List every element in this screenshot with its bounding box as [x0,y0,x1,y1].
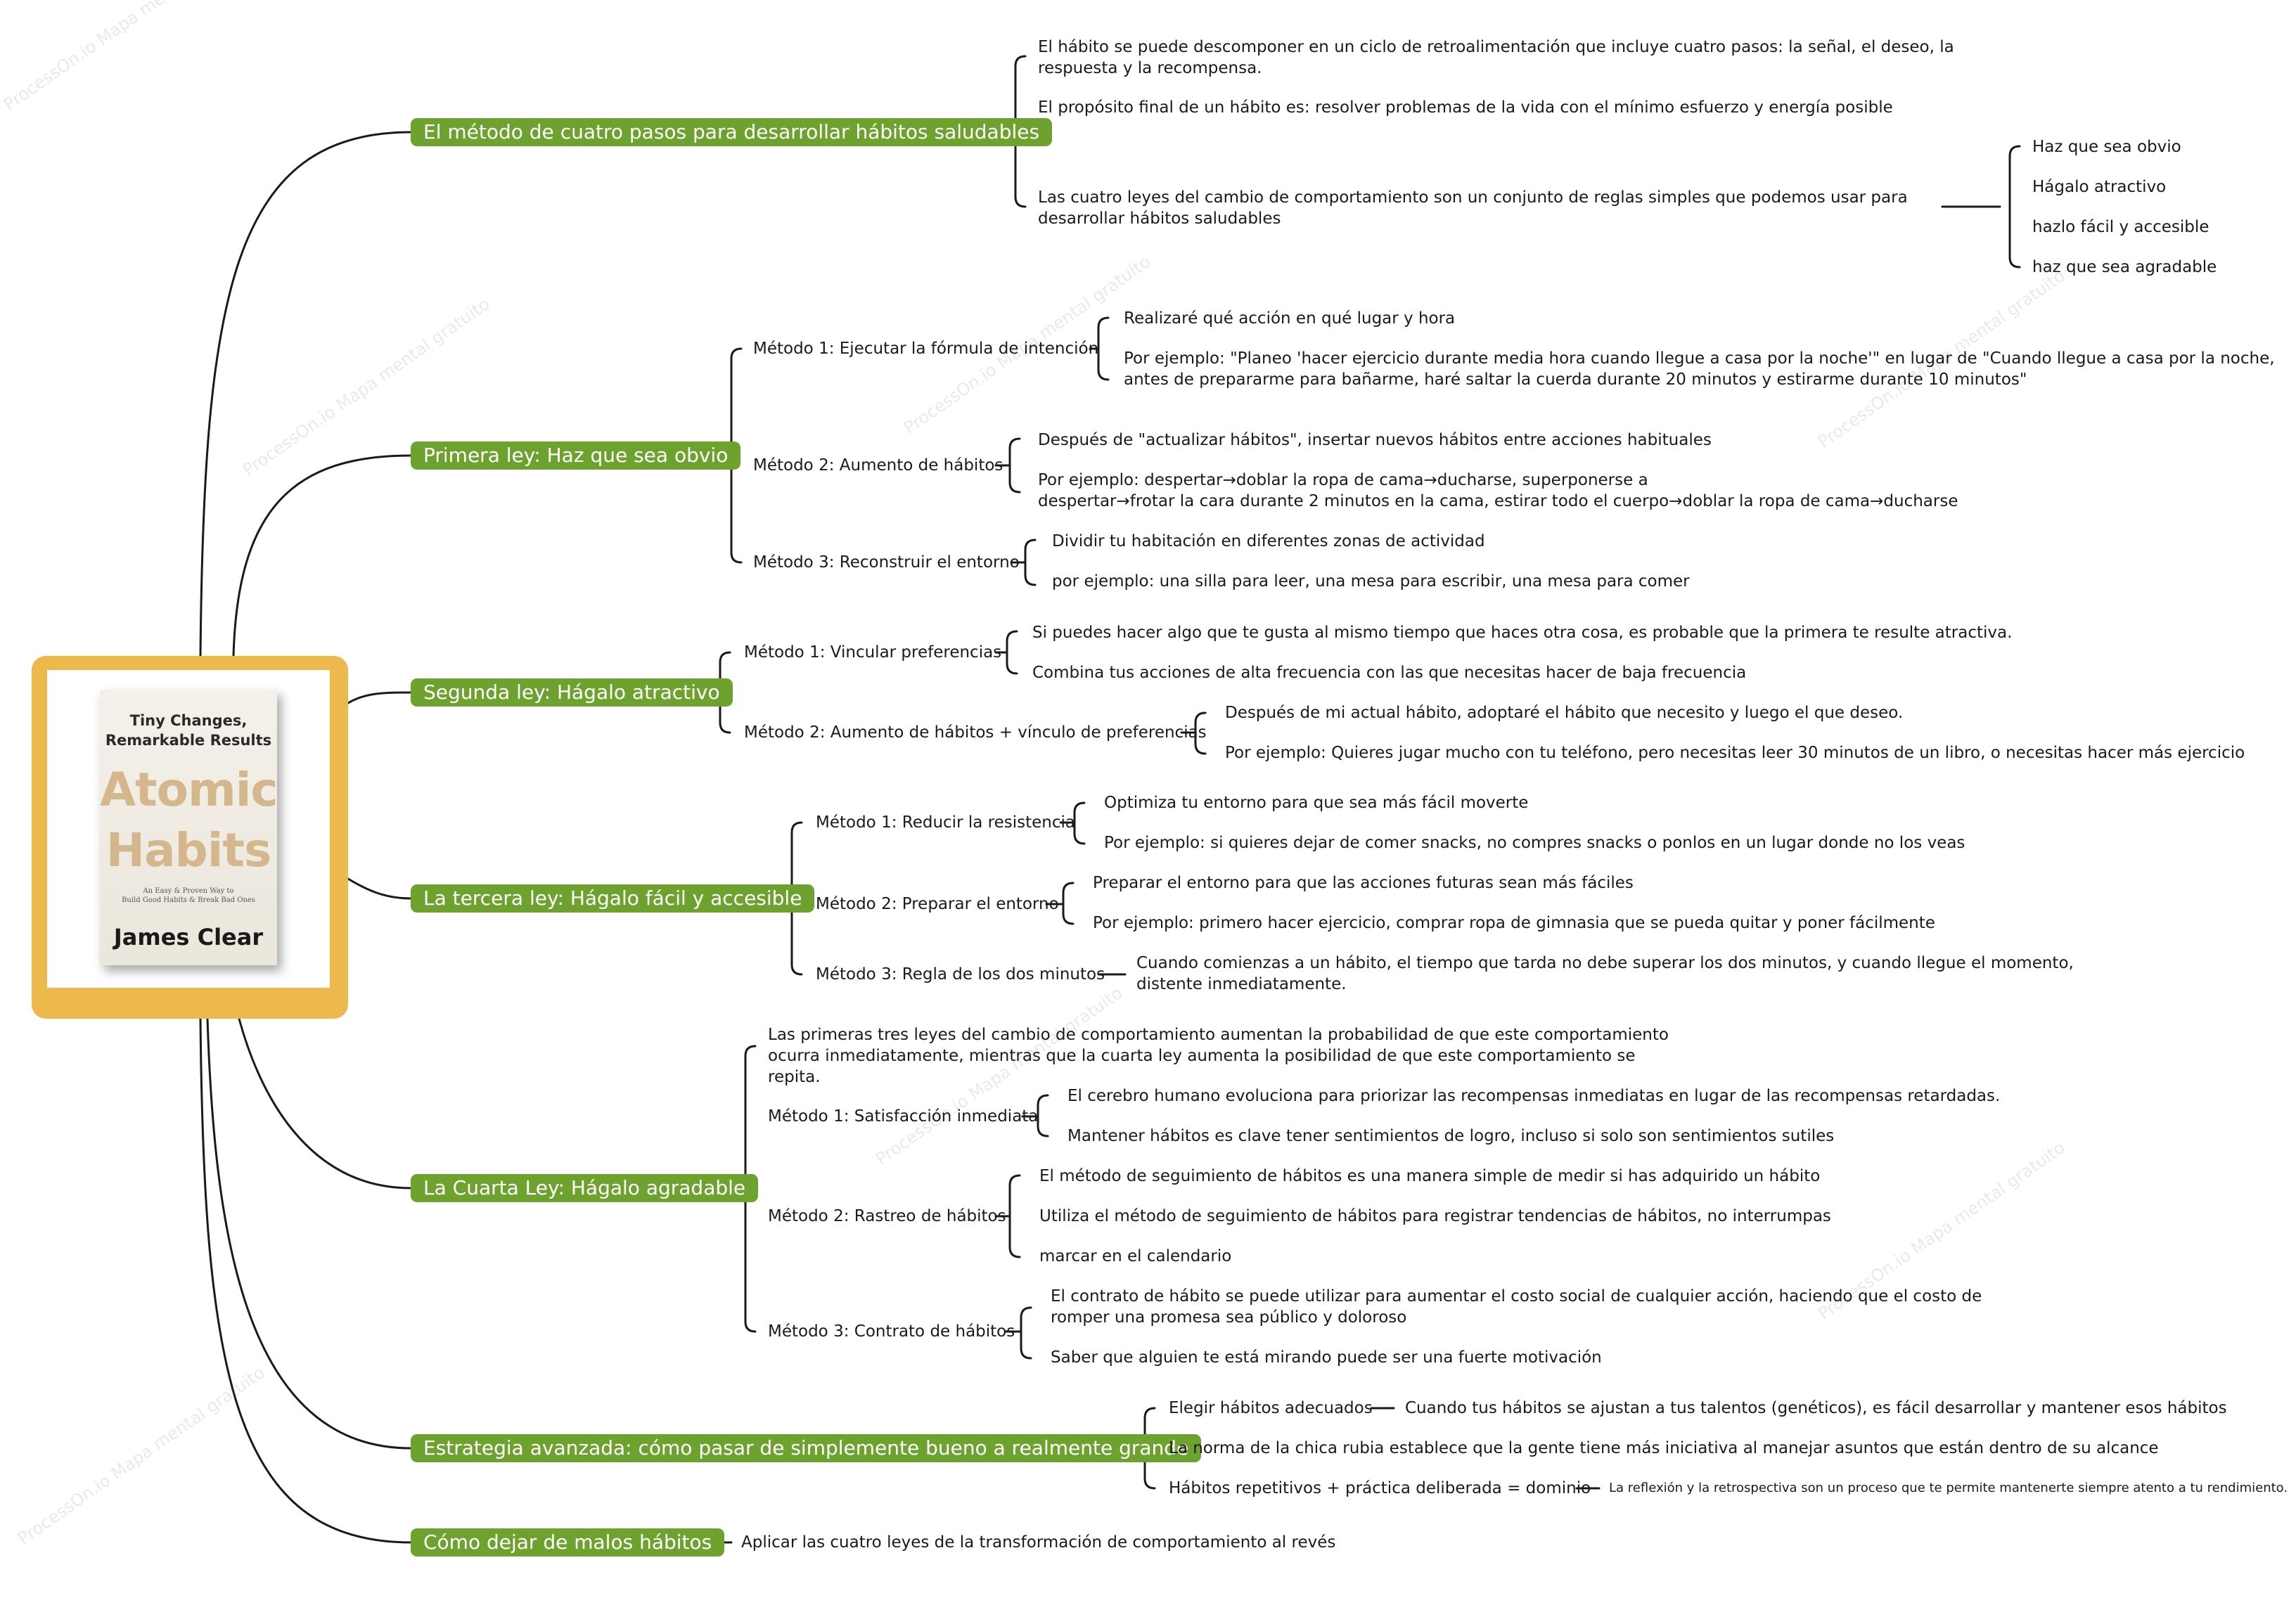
b2-m1-example-line: Por ejemplo: "Planeo 'hacer ejercicio du… [1124,348,2275,369]
b1-four-laws[interactable]: Las cuatro leyes del cambio de comportam… [1038,187,1938,229]
b5-m2-calendar[interactable]: marcar en el calendario [1039,1246,1231,1267]
connector-root-b2 [233,456,411,656]
b7-inversion[interactable]: Aplicar las cuatro leyes de la transform… [741,1532,1335,1553]
branch-first-law[interactable]: Primera ley: Haz que sea obvio [411,441,740,470]
root-node-frame: Tiny Changes, Remarkable Results Atomic … [47,670,330,988]
b2-m2-example-line: Por ejemplo: despertar→doblar la ropa de… [1038,470,1958,491]
b2-m2-example-line: despertar→frotar la cara durante 2 minut… [1038,491,1958,512]
b3-m1-attractive[interactable]: Si puedes hacer algo que te gusta al mis… [1032,622,2012,643]
branch-fourth-law[interactable]: La Cuarta Ley: Hágalo agradable [411,1174,758,1202]
connector-root-b4 [348,879,411,898]
root-node[interactable]: Tiny Changes, Remarkable Results Atomic … [32,656,348,1019]
bracket-b5-m3 [1021,1308,1031,1358]
branch-advanced-strategy[interactable]: Estrategia avanzada: cómo pasar de simpl… [411,1434,1201,1462]
book-cover-subtitle: Tiny Changes, Remarkable Results [100,711,277,750]
b3-method-temptation[interactable]: Método 1: Vincular preferencias [744,642,1001,663]
b4-method-friction[interactable]: Método 1: Reducir la resistencia [816,812,1075,833]
b5-method-immediate[interactable]: Método 1: Satisfacción inmediata [768,1106,1038,1127]
b6-choose-habits[interactable]: Elegir hábitos adecuados [1169,1398,1373,1419]
b6-mastery[interactable]: Hábitos repetitivos + práctica deliberad… [1169,1478,1591,1499]
bracket-b5-m2 [1010,1175,1020,1257]
bracket-b3-m1 [1007,631,1017,673]
connector-root-b7 [200,1019,411,1542]
bracket-b2-m1 [1098,318,1108,380]
book-cover-title-line: Atomic [100,760,277,820]
book-cover-tagline-line: An Easy & Proven Way to [114,887,263,896]
connector-root-b5 [239,1019,411,1188]
book-cover-subtitle-line: Tiny Changes, [100,711,277,730]
book-cover-tagline: An Easy & Proven Way to Build Good Habit… [114,887,263,905]
b2-m1-example[interactable]: Por ejemplo: "Planeo 'hacer ejercicio du… [1124,348,2275,390]
branch-break-bad-habits[interactable]: Cómo dejar de malos hábitos [411,1528,724,1556]
bracket-b2-m3 [1025,540,1035,585]
b6-reflection[interactable]: La reflexión y la retrospectiva son un p… [1609,1480,2288,1497]
b4-method-two-minute[interactable]: Método 3: Regla de los dos minutos [816,964,1105,985]
b1-law-satisfying[interactable]: haz que sea agradable [2032,257,2217,278]
b2-method-environment[interactable]: Método 3: Reconstruir el entorno [753,552,1020,573]
bracket-b1-laws [2010,146,2020,267]
b3-m2-after-habit[interactable]: Después de mi actual hábito, adoptaré el… [1225,702,1903,723]
bracket-b2-m2 [1010,439,1020,492]
branch-third-law[interactable]: La tercera ley: Hágalo fácil y accesible [411,884,814,913]
b2-m2-example[interactable]: Por ejemplo: despertar→doblar la ropa de… [1038,470,1958,512]
b4-method-prime-environment[interactable]: Método 2: Preparar el entorno [816,894,1059,915]
b3-m1-combine[interactable]: Combina tus acciones de alta frecuencia … [1032,662,1746,683]
b2-m3-zones[interactable]: Dividir tu habitación en diferentes zona… [1052,531,1485,552]
b3-method-stacking-bundling[interactable]: Método 2: Aumento de hábitos + vínculo d… [744,722,1207,743]
b4-m1-optimize[interactable]: Optimiza tu entorno para que sea más fác… [1104,792,1528,813]
b2-method-habit-stacking[interactable]: Método 2: Aumento de hábitos [753,455,1003,476]
book-cover-author: James Clear [100,923,277,951]
b5-m1-brain[interactable]: El cerebro humano evoluciona para priori… [1067,1085,2000,1107]
b2-method-intention[interactable]: Método 1: Ejecutar la fórmula de intenci… [753,338,1098,359]
connector-root-b6 [207,1019,411,1448]
b5-intro[interactable]: Las primeras tres leyes del cambio de co… [768,1024,1682,1088]
b6-talents[interactable]: Cuando tus hábitos se ajustan a tus tale… [1405,1398,2227,1419]
connector-root-b3 [348,692,411,703]
b2-m1-action-place-time[interactable]: Realizaré qué acción en qué lugar y hora [1124,308,1455,329]
b2-m3-example[interactable]: por ejemplo: una silla para leer, una me… [1052,571,1690,592]
b1-law-easy[interactable]: hazlo fácil y accesible [2032,217,2209,238]
connector-root-b1 [200,132,411,656]
b5-method-contract[interactable]: Método 3: Contrato de hábitos [768,1321,1015,1342]
b3-m2-example[interactable]: Por ejemplo: Quieres jugar mucho con tu … [1225,742,2245,763]
branch-four-step-method[interactable]: El método de cuatro pasos para desarroll… [411,118,1052,146]
b5-m2-record[interactable]: Utiliza el método de seguimiento de hábi… [1039,1206,1831,1227]
bracket-b4-m1 [1075,803,1084,844]
book-cover-subtitle-line: Remarkable Results [100,730,277,750]
b4-m1-example[interactable]: Por ejemplo: si quieres dejar de comer s… [1104,832,1965,853]
bracket-b5-m1 [1038,1095,1048,1136]
b5-m1-achievement[interactable]: Mantener hábitos es clave tener sentimie… [1067,1126,1834,1147]
book-cover-title: Atomic Habits [100,760,277,881]
bracket-b4-m2 [1063,883,1073,924]
b5-method-tracking[interactable]: Método 2: Rastreo de hábitos [768,1206,1006,1227]
b1-law-attractive[interactable]: Hágalo atractivo [2032,176,2166,198]
b5-m3-social-cost[interactable]: El contrato de hábito se puede utilizar … [1051,1286,1993,1328]
book-cover: Tiny Changes, Remarkable Results Atomic … [100,690,277,965]
b6-goldilocks[interactable]: La norma de la chica rubia establece que… [1169,1438,2159,1459]
b1-law-obvious[interactable]: Haz que sea obvio [2032,136,2181,157]
b2-m1-example-line: antes de prepararme para bañarme, haré s… [1124,369,2275,390]
b1-feedback-loop[interactable]: El hábito se puede descomponer en un cic… [1038,37,2001,79]
branch-second-law[interactable]: Segunda ley: Hágalo atractivo [411,678,733,707]
b4-m2-prepare[interactable]: Preparar el entorno para que las accione… [1093,872,1634,894]
b2-m2-update-habits[interactable]: Después de "actualizar hábitos", inserta… [1038,430,1712,451]
b5-m3-watching[interactable]: Saber que alguien te está mirando puede … [1051,1347,1602,1368]
b1-habit-purpose[interactable]: El propósito final de un hábito es: reso… [1038,97,1893,118]
book-cover-title-line: Habits [100,820,277,881]
book-cover-tagline-line: Build Good Habits & Break Bad Ones [114,896,263,905]
b5-m2-measure[interactable]: El método de seguimiento de hábitos es u… [1039,1166,1820,1187]
b4-m3-two-minutes[interactable]: Cuando comienzas a un hábito, el tiempo … [1136,953,2114,995]
b4-m2-example[interactable]: Por ejemplo: primero hacer ejercicio, co… [1093,913,1935,934]
